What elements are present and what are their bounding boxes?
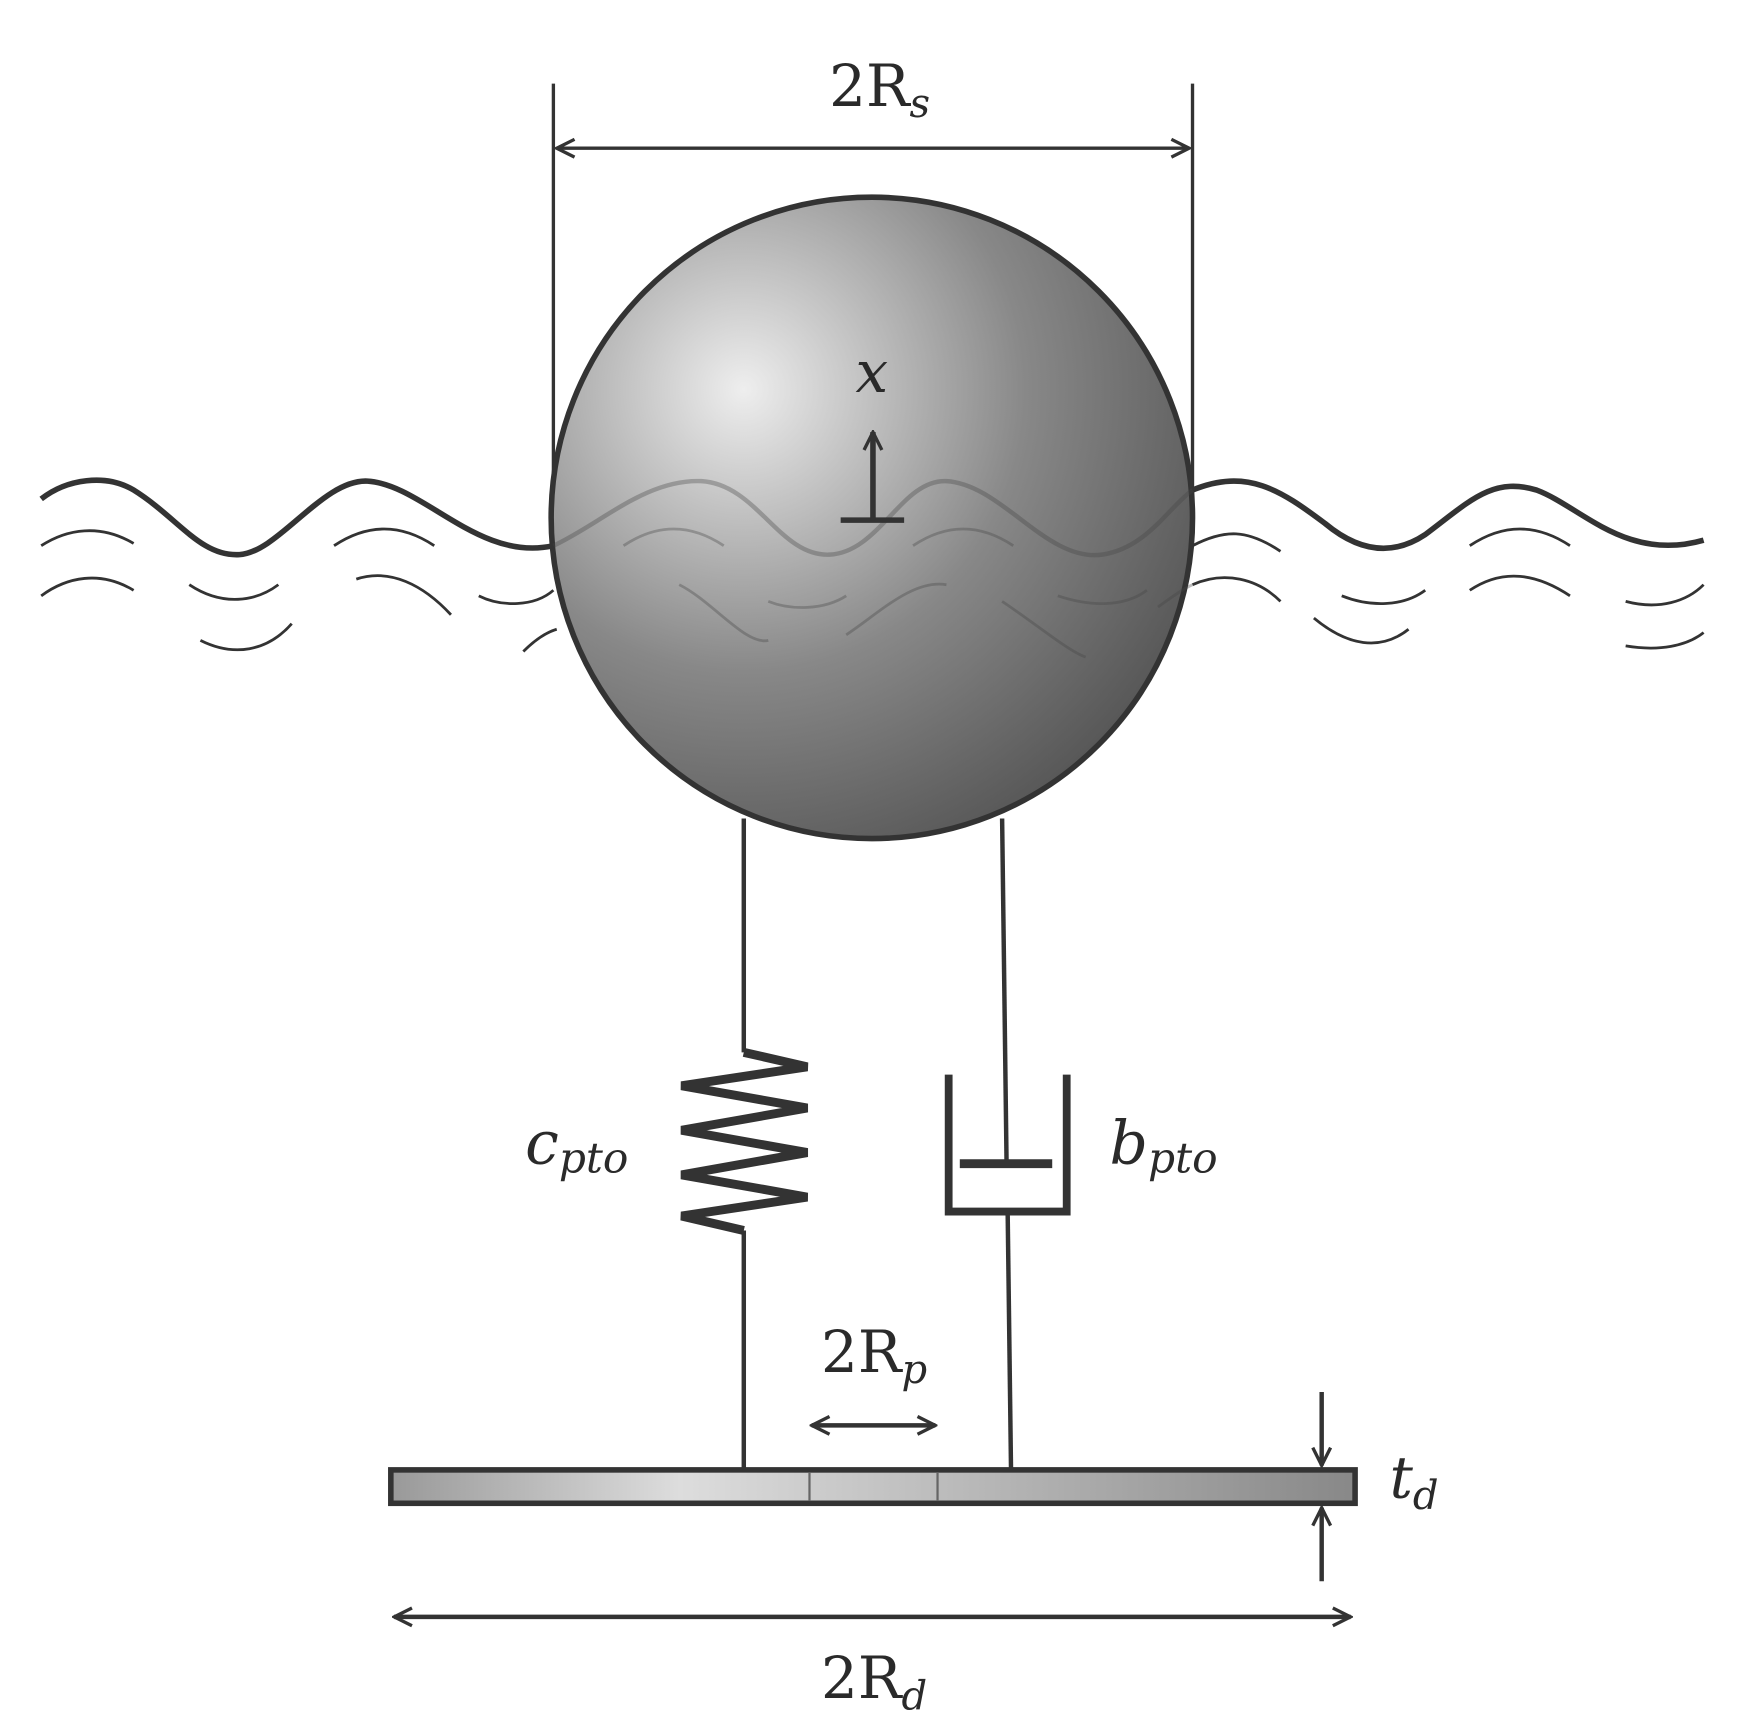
plate-dividers (808, 1472, 939, 1502)
sphere-diameter-dimension (551, 83, 1195, 513)
heave-plate-disk (388, 1467, 1358, 1507)
displacement-arrow (840, 432, 905, 523)
plate-diameter-label: 2Rp (821, 1318, 927, 1393)
damper-label: bpto (1110, 1109, 1218, 1183)
disk-diameter-label: 2Rd (821, 1644, 927, 1719)
waves-through-sphere (552, 478, 1194, 659)
water-waves (39, 477, 1705, 653)
thickness-label: td (1390, 1444, 1439, 1519)
pto-damper (944, 818, 1071, 1470)
pto-spring (680, 818, 809, 1470)
spring-label: cpto (525, 1109, 628, 1183)
sphere-diameter-label: 2Rs (829, 52, 930, 127)
displacement-label: x (856, 338, 889, 406)
